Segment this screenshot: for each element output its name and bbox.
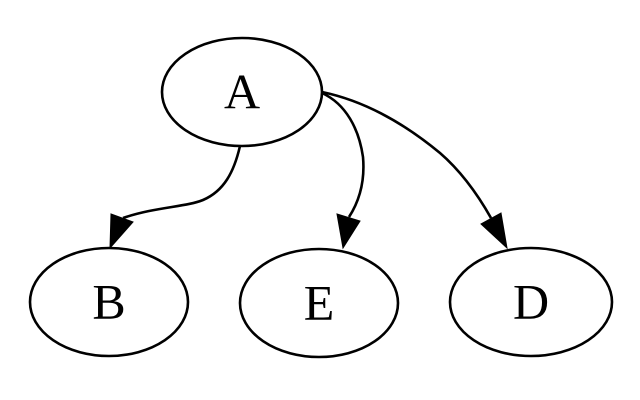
node-A: A (160, 36, 324, 148)
edge-line-A-E (321, 91, 365, 218)
node-label-D: D (513, 274, 549, 330)
arrowhead-icon (336, 213, 361, 250)
arrowhead-icon (109, 213, 134, 250)
node-ellipse-B (28, 246, 190, 358)
node-label-B: B (92, 274, 125, 330)
node-E: E (238, 247, 400, 359)
edge-A-B (109, 145, 242, 250)
node-D: D (448, 246, 614, 358)
edge-A-E (321, 91, 365, 250)
node-ellipse-A (160, 36, 324, 148)
edge-line-A-D (321, 90, 493, 219)
node-ellipse-D (448, 246, 614, 358)
node-ellipse-E (238, 247, 400, 359)
node-label-E: E (304, 275, 335, 331)
edge-line-A-B (122, 145, 242, 220)
node-label-A: A (224, 64, 260, 120)
arrowhead-icon (480, 212, 508, 250)
edge-A-D (321, 90, 508, 250)
node-B: B (28, 246, 190, 358)
